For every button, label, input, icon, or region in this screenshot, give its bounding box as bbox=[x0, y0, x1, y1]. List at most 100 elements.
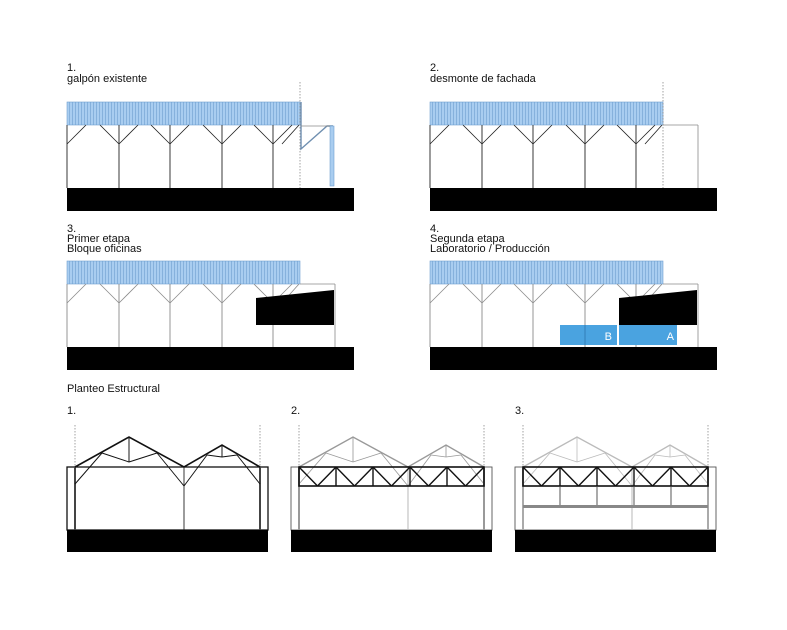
flat-truss-diagonal bbox=[372, 466, 393, 487]
truss-web bbox=[352, 452, 382, 463]
truss-web bbox=[576, 452, 606, 463]
ground-slab bbox=[515, 530, 716, 552]
truss-web bbox=[430, 454, 447, 458]
truss-web bbox=[684, 454, 709, 485]
structural-option-2-diagram bbox=[290, 425, 493, 552]
ground-slab bbox=[67, 347, 354, 370]
flat-truss-diagonal bbox=[688, 466, 709, 487]
stage-1-number: 1. bbox=[67, 62, 77, 74]
brace bbox=[481, 283, 502, 304]
truss-web bbox=[380, 452, 409, 487]
brace bbox=[429, 124, 450, 145]
brace bbox=[635, 124, 656, 145]
stage-3-subtitle: Bloque oficinas bbox=[67, 243, 142, 255]
truss-web bbox=[631, 454, 656, 487]
flat-truss-diagonal bbox=[427, 466, 448, 487]
stage-2-title: desmonte de fachada bbox=[430, 73, 536, 85]
stage-1-title: galpón existente bbox=[67, 73, 148, 85]
truss-web bbox=[460, 454, 485, 485]
brace bbox=[584, 124, 605, 145]
brace bbox=[462, 124, 483, 145]
truss-web bbox=[298, 452, 327, 485]
brace bbox=[99, 283, 120, 304]
brace bbox=[66, 124, 87, 145]
office-block bbox=[256, 290, 334, 325]
flat-truss-diagonal bbox=[670, 466, 691, 487]
brace bbox=[644, 124, 663, 145]
ground-slab bbox=[430, 347, 717, 370]
truss-web bbox=[74, 452, 103, 485]
brace bbox=[202, 124, 223, 145]
facade-column bbox=[329, 125, 335, 187]
stage-4-title: Segunda etapa bbox=[430, 233, 505, 245]
brace bbox=[66, 283, 87, 304]
brace bbox=[150, 124, 171, 145]
structural-option-2-number: 2. bbox=[291, 405, 301, 417]
brace bbox=[532, 124, 553, 145]
truss-web bbox=[236, 454, 261, 485]
flat-truss-diagonal bbox=[353, 466, 374, 487]
brace bbox=[565, 283, 586, 304]
truss-web bbox=[522, 452, 551, 485]
flat-truss-diagonal bbox=[614, 466, 635, 487]
facade-profile bbox=[300, 102, 333, 151]
ground-slab bbox=[291, 530, 492, 552]
flat-truss-diagonal bbox=[596, 466, 617, 487]
ground-slab bbox=[67, 530, 268, 552]
office-block bbox=[619, 290, 697, 325]
brace bbox=[169, 283, 190, 304]
brace bbox=[202, 283, 223, 304]
truss-web bbox=[654, 454, 671, 458]
structural-title: Planteo Estructural bbox=[67, 383, 160, 395]
stage-3-title: Primer etapa bbox=[67, 233, 130, 245]
truss-web bbox=[206, 454, 223, 458]
truss-web bbox=[156, 452, 185, 487]
truss-web bbox=[183, 454, 208, 487]
brace bbox=[565, 124, 586, 145]
block-b bbox=[560, 325, 617, 345]
roof-band bbox=[429, 260, 664, 285]
truss-web bbox=[101, 452, 130, 463]
brace bbox=[429, 283, 450, 304]
brace bbox=[221, 283, 242, 304]
stage-2-number: 2. bbox=[430, 62, 440, 74]
truss-web bbox=[669, 454, 686, 458]
brace bbox=[513, 283, 534, 304]
roof-truss-top-chord bbox=[298, 436, 485, 468]
roof-truss-top-chord bbox=[74, 436, 261, 468]
flat-truss-diagonal bbox=[540, 466, 561, 487]
brace bbox=[169, 124, 190, 145]
roof-band bbox=[429, 101, 664, 126]
structural-option-3-number: 3. bbox=[515, 405, 525, 417]
truss-web bbox=[445, 454, 462, 458]
flat-truss-diagonal bbox=[651, 466, 672, 487]
roof-band bbox=[66, 101, 301, 126]
structural-option-1-diagram bbox=[66, 425, 269, 552]
truss-web bbox=[407, 454, 432, 487]
block-a-label: A bbox=[667, 331, 675, 343]
brace bbox=[616, 124, 637, 145]
truss-web bbox=[221, 454, 238, 458]
flat-truss-diagonal bbox=[390, 466, 411, 487]
flat-truss-diagonal bbox=[335, 466, 356, 487]
block-a bbox=[619, 325, 677, 345]
roof-truss-top-chord bbox=[522, 436, 709, 468]
stage-4-subtitle: Laboratorio / Producción bbox=[430, 243, 550, 255]
stage-3-diagram bbox=[66, 260, 354, 370]
brace bbox=[532, 283, 553, 304]
brace bbox=[272, 124, 293, 145]
flat-truss-diagonal bbox=[464, 466, 485, 487]
brace bbox=[281, 124, 300, 145]
truss-web bbox=[604, 452, 633, 487]
structural-option-1-number: 1. bbox=[67, 405, 77, 417]
stage-2-diagram bbox=[429, 82, 717, 211]
flat-truss-diagonal bbox=[522, 466, 543, 487]
brace bbox=[584, 283, 605, 304]
flat-truss-diagonal bbox=[446, 466, 467, 487]
wall-outline bbox=[290, 466, 493, 531]
wall-outline bbox=[66, 466, 269, 531]
structural-option-3-diagram bbox=[514, 425, 717, 552]
brace bbox=[481, 124, 502, 145]
wall-outline bbox=[514, 466, 717, 531]
